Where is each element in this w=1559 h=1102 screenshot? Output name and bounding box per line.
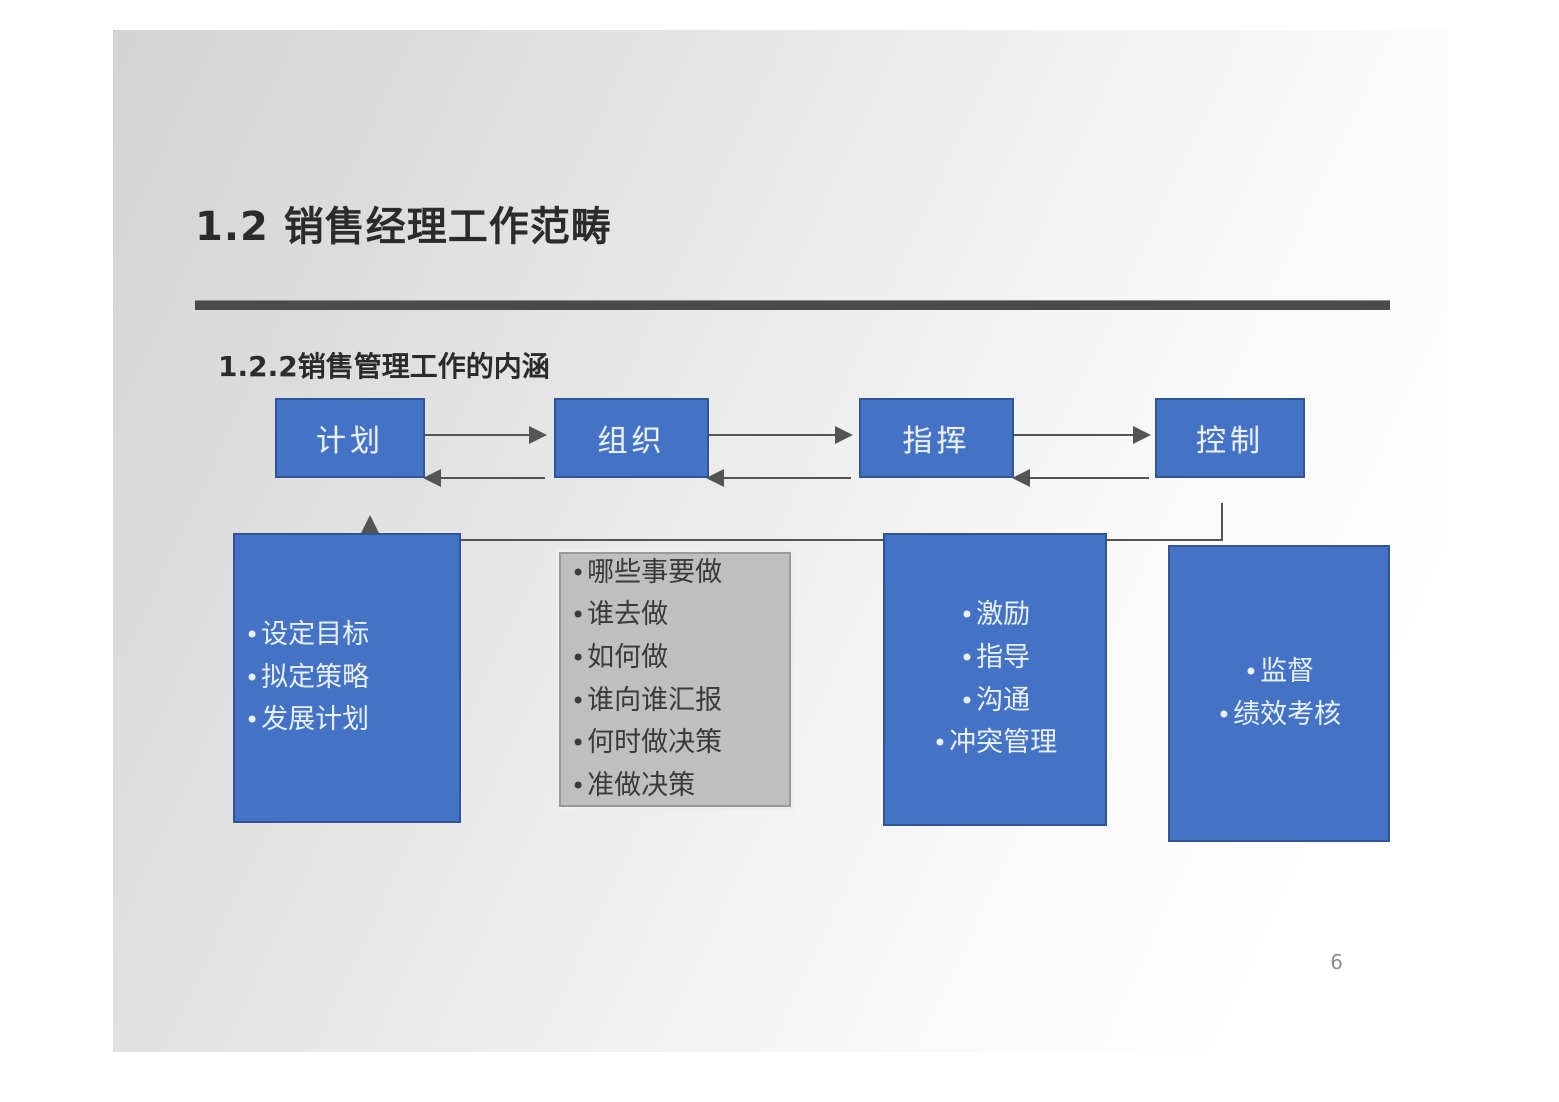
detail-item: 准做决策 [571, 765, 695, 808]
detail-item: 谁去做 [571, 594, 668, 637]
detail-box-organize[interactable]: 哪些事要做 谁去做 如何做 谁向谁汇报 何时做决策 准做决策 [556, 549, 794, 810]
flow-node-command-label: 指挥 [902, 424, 971, 459]
detail-item: 冲突管理 [933, 722, 1057, 765]
detail-item: 监督 [1244, 651, 1314, 694]
flow-node-plan[interactable]: 计划 [275, 398, 425, 478]
detail-item: 如何做 [571, 637, 668, 680]
detail-item: 发展计划 [245, 699, 369, 742]
flow-node-control[interactable]: 控制 [1155, 398, 1305, 478]
title-divider-rule [195, 300, 1390, 310]
detail-item: 设定目标 [245, 614, 369, 657]
slide-canvas: 1.2 销售经理工作范畴 1.2.2销售管理工作的内涵 [113, 30, 1448, 1052]
detail-box-plan[interactable]: 设定目标 拟定策略 发展计划 [233, 533, 461, 823]
flow-node-organize[interactable]: 组织 [554, 398, 709, 478]
detail-item: 绩效考核 [1217, 694, 1341, 737]
flow-node-command[interactable]: 指挥 [859, 398, 1014, 478]
management-process-diagram: 计划 组织 指挥 控制 设定目标 拟定策略 发展计划 哪些事要做 谁去做 如何做… [113, 30, 1448, 1052]
detail-item: 拟定策略 [245, 657, 369, 700]
detail-item: 激励 [960, 594, 1030, 637]
detail-box-command[interactable]: 激励 指导 沟通 冲突管理 [883, 533, 1107, 826]
section-subtitle: 1.2.2销售管理工作的内涵 [218, 350, 550, 383]
detail-item: 何时做决策 [571, 722, 722, 765]
flow-node-organize-label: 组织 [597, 424, 666, 459]
page-title: 1.2 销售经理工作范畴 [195, 204, 612, 250]
detail-box-control[interactable]: 监督 绩效考核 [1168, 545, 1390, 842]
flow-node-control-label: 控制 [1196, 424, 1264, 459]
detail-item: 哪些事要做 [571, 552, 722, 595]
detail-item: 指导 [960, 637, 1030, 680]
detail-item: 沟通 [960, 680, 1030, 723]
detail-item: 谁向谁汇报 [571, 680, 722, 723]
flow-node-plan-label: 计划 [316, 424, 384, 459]
page-number: 6 [1330, 950, 1343, 974]
title-area: 1.2 销售经理工作范畴 [195, 205, 1395, 249]
